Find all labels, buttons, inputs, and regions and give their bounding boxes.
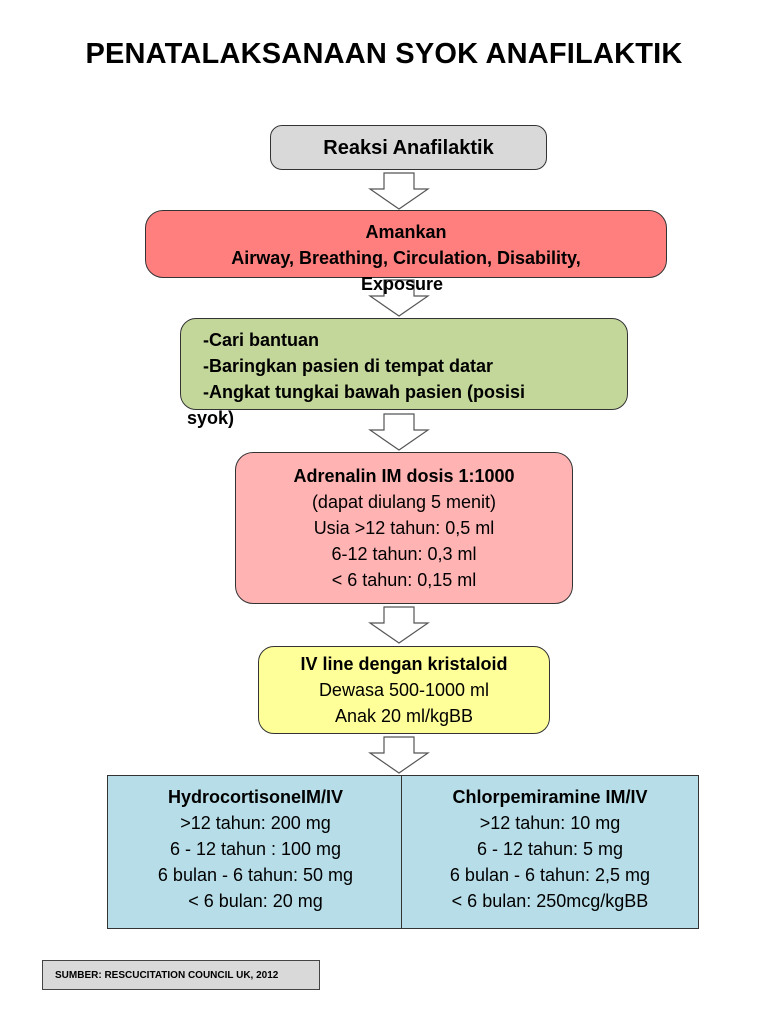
hydrocortisone-line: 6 bulan - 6 tahun: 50 mg	[157, 865, 354, 885]
tindakan-item: -Baringkan pasien di tempat datar	[203, 356, 494, 376]
tindakan-item: -Cari bantuan	[203, 330, 320, 350]
chlorpemiramine-line: < 6 bulan: 250mcg/kgBB	[451, 891, 649, 911]
source-text: SUMBER: RESCUCITATION COUNCIL UK, 2012	[55, 969, 279, 981]
hydrocortisone-line: 6 - 12 tahun : 100 mg	[169, 839, 342, 859]
amankan-exposure: Exposure	[361, 274, 444, 294]
iv-line-line: Dewasa 500-1000 ml	[318, 680, 490, 700]
tindakan-item: -Angkat tungkai bawah pasien (posisi	[203, 382, 526, 402]
down-arrow-icon	[368, 413, 430, 451]
amankan-box: Amankan Airway, Breathing, Circulation, …	[145, 210, 667, 278]
adrenalin-heading: Adrenalin IM dosis 1:1000	[293, 466, 515, 486]
adrenalin-line: < 6 tahun: 0,15 ml	[331, 570, 477, 590]
down-arrow-icon	[368, 736, 430, 774]
adrenalin-line: 6-12 tahun: 0,3 ml	[331, 544, 477, 564]
down-arrow-icon	[368, 279, 430, 317]
chlorpemiramine-line: 6 bulan - 6 tahun: 2,5 mg	[449, 865, 651, 885]
amankan-heading: Amankan	[365, 222, 447, 242]
iv-line-box: IV line dengan kristaloid Dewasa 500-100…	[258, 646, 550, 734]
chlorpemiramine-heading: Chlorpemiramine IM/IV	[452, 787, 648, 807]
adrenalin-line: (dapat diulang 5 menit)	[311, 492, 497, 512]
down-arrow-icon	[368, 606, 430, 644]
adrenalin-line: Usia >12 tahun: 0,5 ml	[313, 518, 495, 538]
chlorpemiramine-line: >12 tahun: 10 mg	[479, 813, 621, 833]
amankan-abcde: Airway, Breathing, Circulation, Disabili…	[231, 248, 581, 268]
source-citation: SUMBER: RESCUCITATION COUNCIL UK, 2012	[42, 960, 320, 990]
diagram-title: PENATALAKSANAAN SYOK ANAFILAKTIK	[85, 38, 683, 70]
hydrocortisone-line: < 6 bulan: 20 mg	[188, 891, 323, 911]
iv-line-line: Anak 20 ml/kgBB	[334, 706, 474, 726]
chlorpemiramine-line: 6 - 12 tahun: 5 mg	[476, 839, 624, 859]
chlorpemiramine-box: Chlorpemiramine IM/IV >12 tahun: 10 mg 6…	[401, 775, 699, 929]
reaksi-label: Reaksi Anafilaktik	[323, 136, 494, 159]
hydrocortisone-line: >12 tahun: 200 mg	[180, 813, 331, 833]
adrenalin-box: Adrenalin IM dosis 1:1000 (dapat diulang…	[235, 452, 573, 604]
tindakan-item: syok)	[187, 408, 235, 428]
hydrocortisone-box: HydrocortisoneIM/IV >12 tahun: 200 mg 6 …	[107, 775, 404, 929]
tindakan-awal-box: -Cari bantuan -Baringkan pasien di tempa…	[180, 318, 628, 428]
hydrocortisone-heading: HydrocortisoneIM/IV	[167, 787, 344, 807]
iv-line-heading: IV line dengan kristaloid	[300, 654, 508, 674]
down-arrow-icon	[368, 172, 430, 210]
reaksi-anafilaktik-box: Reaksi Anafilaktik	[270, 125, 547, 170]
